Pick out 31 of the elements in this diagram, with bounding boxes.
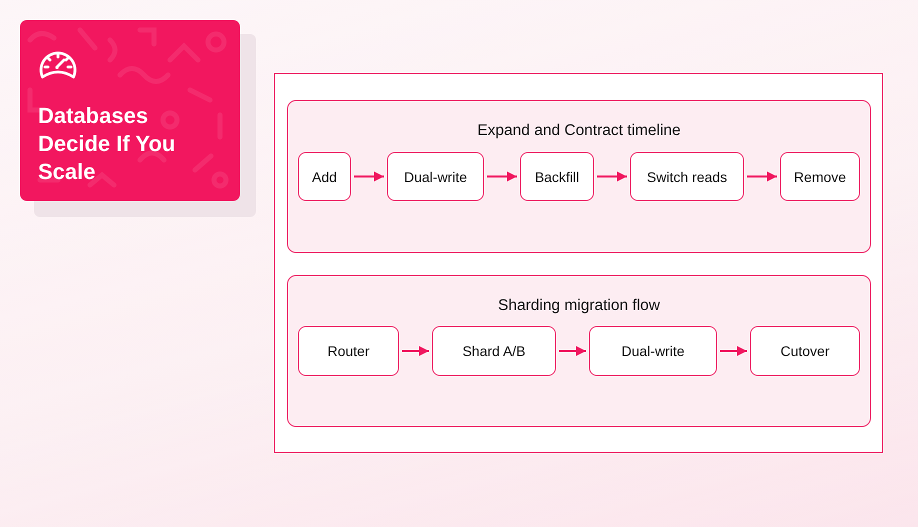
step-box [432, 326, 556, 376]
arrow [720, 346, 747, 356]
step-box [520, 152, 594, 201]
arrow [597, 172, 627, 182]
arrow [402, 346, 429, 356]
step-label: Backfill [534, 168, 580, 184]
arrow [354, 172, 384, 182]
frame-box [274, 73, 883, 453]
step-label: Shard A/B [462, 343, 526, 359]
step-box [750, 326, 860, 376]
title: Databases Decide If You Scale [38, 102, 176, 186]
panel-heading: Expand and Contract timeline [477, 122, 681, 140]
group-panel [287, 100, 871, 253]
step-label: Router [327, 343, 370, 359]
step-label: Dual-write [621, 343, 684, 359]
arrow [747, 172, 777, 182]
step-box [387, 152, 484, 201]
step-box [780, 152, 860, 201]
group-panel [287, 275, 871, 427]
step-box [298, 326, 399, 376]
arrow [487, 172, 517, 182]
step-label: Add [312, 168, 337, 184]
step-box [630, 152, 744, 201]
step-label: Cutover [780, 343, 830, 359]
step-box [298, 152, 351, 201]
panel-heading: Sharding migration flow [498, 297, 660, 315]
step-label: Dual-write [404, 168, 467, 184]
step-label: Switch reads [646, 168, 728, 184]
step-label: Remove [794, 168, 846, 184]
step-box [589, 326, 717, 376]
arrow [559, 346, 586, 356]
